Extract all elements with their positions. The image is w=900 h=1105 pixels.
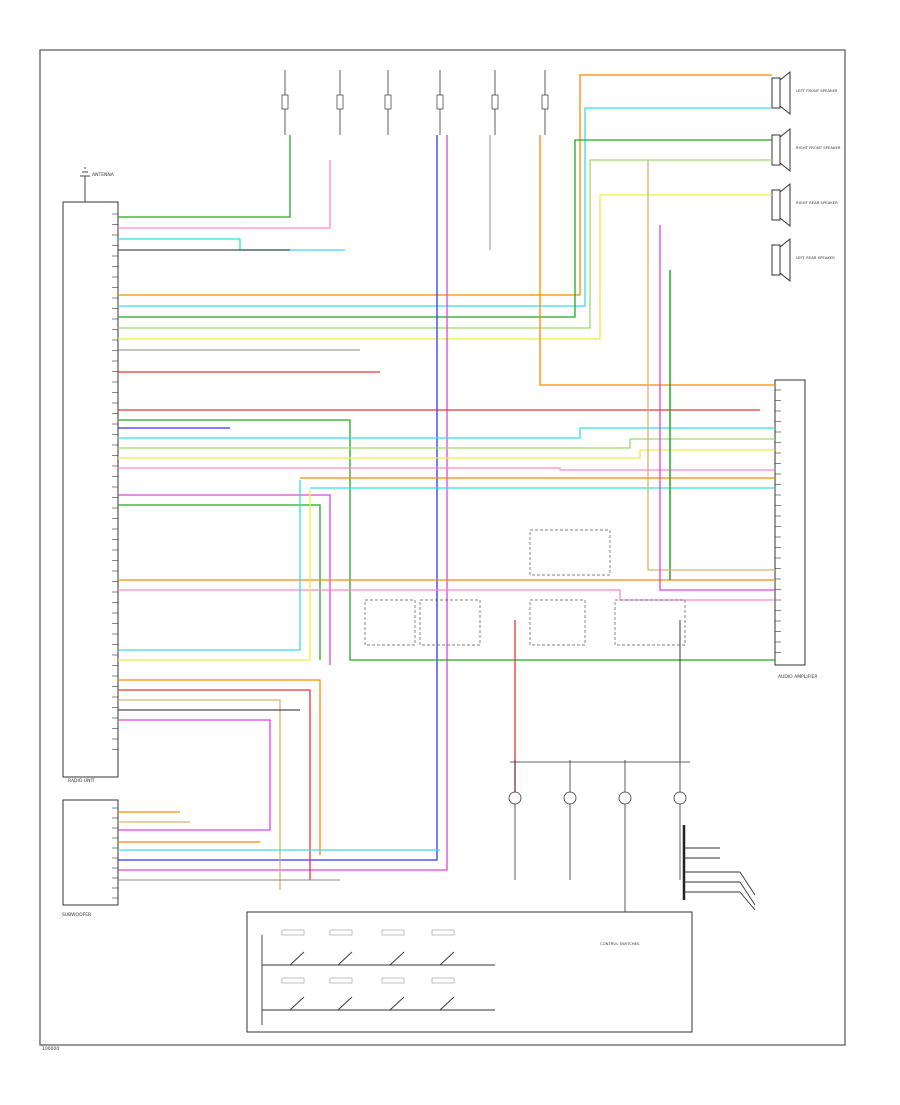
wire (118, 589, 775, 601)
wire (118, 480, 301, 651)
right-rear-speaker: RIGHT REAR SPEAKER (771, 182, 838, 228)
relay-icon (563, 791, 577, 805)
switch-icon (337, 951, 353, 966)
left-rear-speaker: LEFT REAR SPEAKER (771, 237, 835, 283)
right-front-speaker: RIGHT FRONT SPEAKER (771, 127, 841, 173)
switch-icon (439, 996, 455, 1011)
wire (647, 160, 775, 571)
wire (118, 494, 331, 665)
antenna-icon (80, 167, 90, 202)
speaker-label-rr: RIGHT REAR SPEAKER (796, 200, 838, 205)
speaker-label-lr: LEFT REAR SPEAKER (796, 255, 835, 260)
diagram-frame (39, 49, 846, 1046)
wire (118, 689, 311, 880)
wire (118, 490, 311, 661)
audio-amplifier-pins (775, 389, 781, 653)
audio-amplifier-label: AUDIO AMPLIFIER (778, 674, 818, 680)
wire (118, 139, 772, 318)
wire (118, 160, 331, 229)
wire (118, 238, 345, 251)
antenna-label: ANTENNA (92, 172, 115, 178)
wire (118, 427, 775, 439)
fuse-icon (436, 94, 444, 110)
switch-icon (289, 951, 305, 966)
switch-label-box (431, 977, 455, 984)
subwoofer-connector (62, 799, 119, 906)
footer-code: 100000 (42, 1046, 59, 1052)
wire (118, 719, 271, 831)
module-box (529, 529, 611, 576)
module-box (364, 599, 416, 646)
module-box (614, 599, 686, 646)
wire (118, 74, 772, 296)
relay-icon (618, 791, 632, 805)
wire (118, 467, 775, 471)
fuse-icon (384, 94, 392, 110)
switch-label-box (281, 977, 305, 984)
wire (118, 194, 772, 340)
audio-amplifier-connector (774, 379, 806, 666)
radio-unit-pins (112, 213, 118, 750)
control-switch-label: CONTROL SWITCHES (600, 941, 640, 946)
control-switch-box (246, 911, 693, 1033)
switch-icon (289, 996, 305, 1011)
switch-label-box (281, 929, 305, 936)
wire-harness (118, 74, 775, 1010)
wire (118, 419, 775, 661)
switch-label-box (329, 977, 353, 984)
wire (118, 699, 281, 890)
module-box (529, 599, 586, 646)
wire (118, 107, 772, 307)
wire (118, 135, 438, 861)
wire (118, 679, 321, 855)
subwoofer-label: SUBWOOFER (62, 912, 91, 918)
wire (118, 438, 775, 449)
wire (118, 449, 775, 459)
wire (118, 159, 772, 329)
fuse-row (281, 70, 549, 135)
control-switches (261, 929, 495, 1025)
relay-icon (673, 791, 687, 805)
subwoofer-pins (112, 807, 118, 899)
wire (659, 225, 775, 591)
switch-icon (439, 951, 455, 966)
wire (118, 504, 321, 660)
switch-icon (337, 996, 353, 1011)
fuse-icon (281, 94, 289, 110)
wire (539, 135, 775, 386)
switch-label-box (329, 929, 353, 936)
speaker-label-rf: RIGHT FRONT SPEAKER (796, 145, 841, 150)
switch-label-box (381, 929, 405, 936)
radio-unit-label: RADIO UNIT (68, 778, 95, 784)
switch-icon (389, 996, 405, 1011)
left-front-speaker: LEFT FRONT SPEAKER (771, 70, 838, 116)
relay-icon (508, 791, 522, 805)
speaker-label-lf: LEFT FRONT SPEAKER (796, 88, 838, 93)
fuse-icon (541, 94, 549, 110)
switch-label-box (381, 977, 405, 984)
switch-icon (389, 951, 405, 966)
fuse-icon (336, 94, 344, 110)
wire (118, 135, 448, 871)
wire (118, 135, 291, 218)
fuse-icon (491, 94, 499, 110)
module-box (419, 599, 481, 646)
bottom-right-connectors (682, 825, 756, 911)
radio-unit-connector (62, 201, 119, 778)
switch-label-box (431, 929, 455, 936)
